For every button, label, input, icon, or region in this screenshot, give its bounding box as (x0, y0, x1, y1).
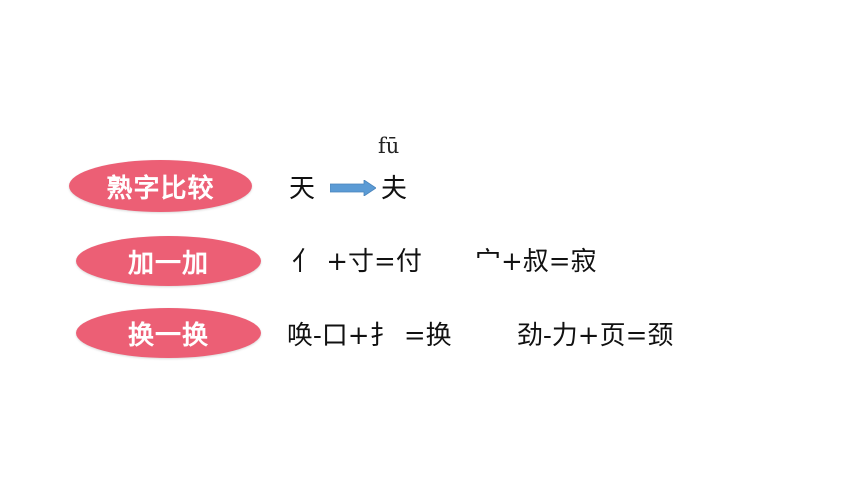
label-pill-compare-familiar: 熟字比较 (69, 160, 252, 212)
pinyin-fu: fū (378, 134, 400, 158)
label-compare-familiar: 熟字比较 (106, 173, 215, 204)
label-pill-add: 加一加 (76, 236, 261, 286)
formula-swap-1: 唤-口+扌 =换 (287, 321, 452, 351)
label-add: 加一加 (127, 248, 209, 279)
char-fu: 夫 (381, 174, 408, 204)
label-swap: 换一换 (127, 320, 209, 351)
formula-add-1: 亻 +寸=付 (292, 247, 422, 277)
formula-swap-2: 劲-力+页=颈 (517, 321, 674, 351)
right-arrow-icon (330, 180, 376, 196)
label-pill-swap: 换一换 (76, 308, 261, 358)
char-tian: 天 (289, 174, 316, 204)
formula-add-2: 宀+叔=寂 (475, 247, 597, 277)
